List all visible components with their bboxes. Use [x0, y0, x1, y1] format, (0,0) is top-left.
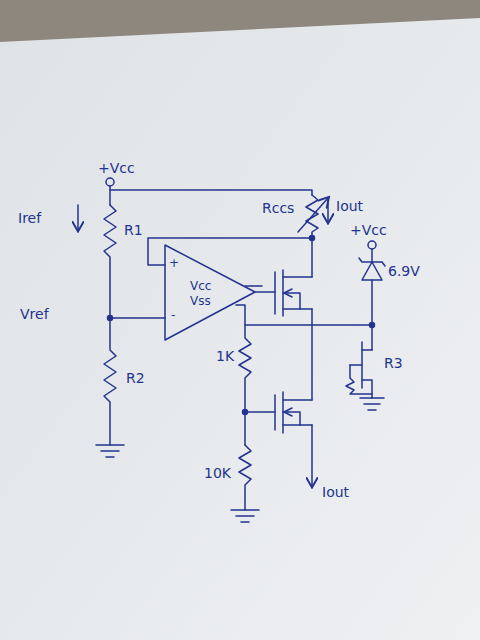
current-label: Iout — [336, 198, 363, 214]
terminal-label: +Vcc — [98, 160, 135, 176]
pin-name: - — [171, 308, 175, 322]
resistor-value: 10K — [204, 465, 231, 481]
resistor-label: R2 — [126, 370, 145, 386]
resistor-label: Rccs — [262, 200, 294, 216]
terminal-label: +Vcc — [350, 222, 387, 238]
zener-voltage: 6.9V — [388, 263, 420, 279]
current-label: Iref — [18, 210, 41, 226]
resistor-label: R1 — [124, 222, 143, 238]
pin-name: + — [169, 256, 179, 270]
node-label: Vref — [20, 306, 49, 322]
pin-name: Vss — [190, 294, 211, 308]
current-label: Iout — [322, 484, 349, 500]
resistor-value: 1K — [216, 348, 234, 364]
resistor-label: R3 — [384, 355, 403, 371]
pin-name: Vcc — [190, 279, 211, 293]
